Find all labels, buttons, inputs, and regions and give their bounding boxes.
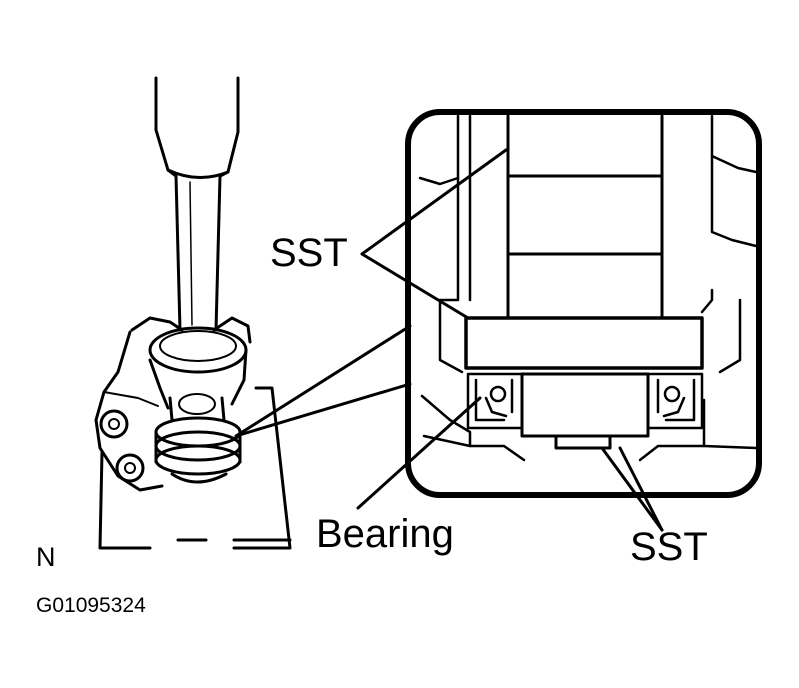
leader-lines: [234, 148, 664, 532]
view-letter-label: N: [36, 542, 56, 572]
sst-upper-tool: [464, 114, 704, 370]
detail-frame: [405, 109, 762, 498]
sst-lower-tool: [520, 372, 650, 450]
mounting-stand: [98, 386, 292, 550]
figure-code-label: G01095324: [36, 594, 146, 617]
steering-shaft-assembly: [154, 76, 240, 332]
bearing-collar-left: [154, 416, 242, 484]
detail-view: [405, 109, 762, 498]
bearing-label: Bearing: [316, 512, 454, 556]
sst-label-top: SST: [270, 231, 348, 275]
universal-joint-yoke: [94, 316, 252, 492]
bearing-rings: [466, 372, 704, 430]
sst-label-bottom: SST: [630, 525, 708, 569]
